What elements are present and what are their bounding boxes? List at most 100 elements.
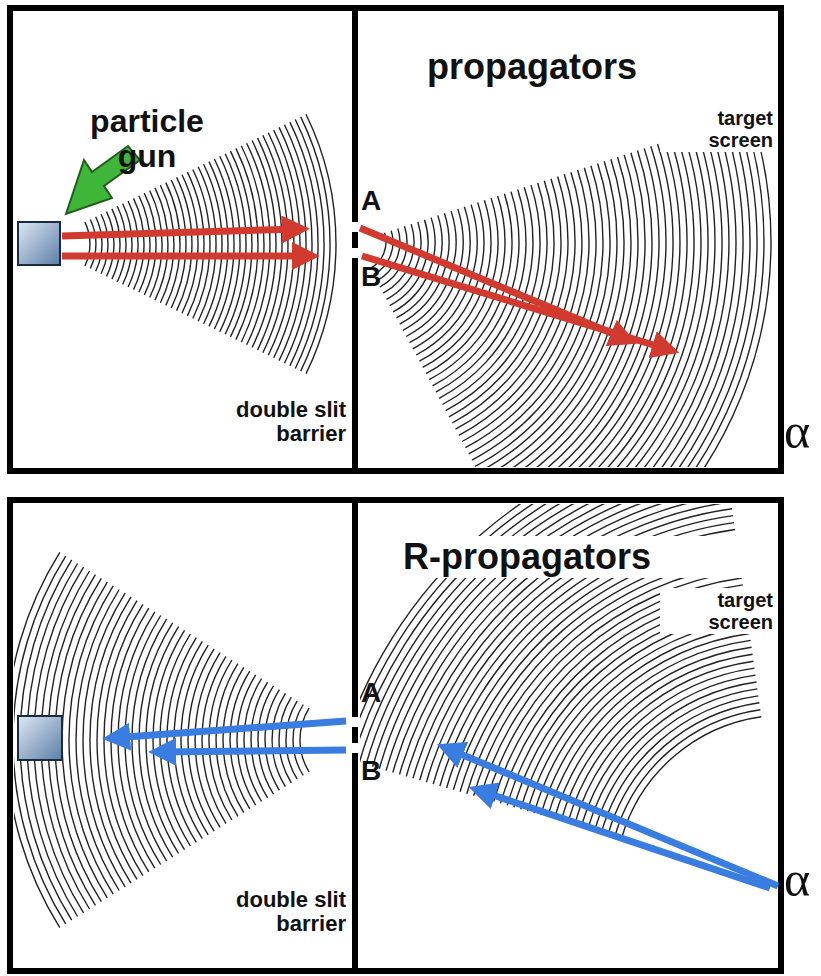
wavefront xyxy=(279,697,291,783)
wavefront xyxy=(167,638,196,843)
wavefront xyxy=(258,138,282,350)
wavefront xyxy=(182,175,198,314)
wavefront xyxy=(171,180,186,308)
wavefront xyxy=(268,133,294,356)
wavefront xyxy=(272,693,285,786)
wavefront xyxy=(525,131,715,467)
wavefront xyxy=(107,212,114,277)
wavefront xyxy=(285,125,313,363)
wavefront xyxy=(181,645,208,835)
wavefront xyxy=(155,188,168,300)
wavefront xyxy=(251,682,268,798)
wavefront xyxy=(112,209,120,279)
wavefront xyxy=(301,117,330,371)
wavefront xyxy=(531,127,729,467)
wavefront xyxy=(237,675,256,805)
wavefront xyxy=(146,627,179,854)
barrier xyxy=(352,258,358,471)
barrier xyxy=(352,753,358,971)
wavefront xyxy=(160,185,174,302)
wavefront xyxy=(528,129,722,467)
point-label: α xyxy=(784,852,818,907)
r-propagator-arrows xyxy=(112,721,778,888)
wavefront xyxy=(588,682,757,829)
wavefront xyxy=(534,627,749,814)
barrier xyxy=(352,500,358,717)
wavefront xyxy=(187,172,204,316)
wavefront xyxy=(139,623,173,857)
wavefront xyxy=(383,224,414,293)
wavefront xyxy=(581,675,755,827)
propagator-arrows xyxy=(62,228,670,350)
wavefront xyxy=(128,201,138,287)
wavefront xyxy=(548,116,764,467)
wavefront xyxy=(534,125,736,467)
barrier-label: double slit barrier xyxy=(190,888,346,936)
panel-title: R-propagators xyxy=(400,536,746,578)
wavefront xyxy=(387,222,421,300)
wavefront xyxy=(295,120,324,369)
wavefront xyxy=(14,556,66,924)
wavefront-group xyxy=(14,552,309,927)
wavefront xyxy=(554,647,751,819)
wavefront xyxy=(69,586,113,894)
panel-title: propagators xyxy=(424,46,690,88)
slit-label: A xyxy=(361,678,391,709)
wavefront xyxy=(306,114,336,374)
wavefront xyxy=(247,143,270,345)
wavefront-group xyxy=(360,504,761,838)
wavefront xyxy=(236,148,258,339)
wavefront xyxy=(561,654,753,821)
barrier xyxy=(352,232,358,248)
wavefront xyxy=(101,214,108,274)
barrier-label: double slit barrier xyxy=(190,398,346,446)
barrier xyxy=(352,8,358,222)
wavefront xyxy=(134,198,145,289)
slit-label: A xyxy=(361,186,391,217)
panel-frame xyxy=(10,500,781,971)
particle-gun xyxy=(18,222,60,265)
wavefront xyxy=(595,689,758,831)
wavefront xyxy=(117,206,126,281)
wavefront xyxy=(174,641,202,838)
wavefront xyxy=(252,141,276,348)
wavefront xyxy=(265,690,279,791)
slit-label: B xyxy=(361,262,391,293)
wavefront xyxy=(492,153,645,467)
wavefront xyxy=(62,582,107,898)
wavefront xyxy=(518,135,701,467)
wavefront xyxy=(241,146,264,342)
wavefront xyxy=(548,640,751,817)
wavefront xyxy=(230,671,250,809)
wavefront xyxy=(541,120,750,467)
wavefront xyxy=(551,114,771,467)
wavefront xyxy=(144,193,156,295)
wavefront xyxy=(495,151,652,468)
wavefront xyxy=(274,130,300,358)
wavefront xyxy=(153,630,184,849)
barrier xyxy=(352,727,358,743)
wavefront xyxy=(160,634,190,846)
wavefront xyxy=(166,183,180,306)
wavefront xyxy=(263,135,288,352)
wavefront xyxy=(286,701,297,779)
wavefront xyxy=(90,220,96,269)
wavefront xyxy=(290,122,318,366)
wavefront-group xyxy=(370,114,771,467)
wavefront xyxy=(475,164,610,467)
wavefront xyxy=(96,217,102,271)
wavefront xyxy=(521,133,708,467)
panel-frame xyxy=(10,8,781,471)
wavefront xyxy=(223,667,244,812)
wavefront xyxy=(132,619,167,861)
wavefront xyxy=(150,191,162,298)
screen-label: target screen xyxy=(660,588,776,634)
wavefront xyxy=(538,122,743,467)
wavefront xyxy=(123,204,132,285)
wavefront xyxy=(177,177,192,310)
wavefront xyxy=(541,634,750,816)
wavefront xyxy=(575,668,755,825)
particle-gun xyxy=(18,716,62,760)
screen-label: target screen xyxy=(660,106,776,152)
wavefront xyxy=(300,708,309,772)
